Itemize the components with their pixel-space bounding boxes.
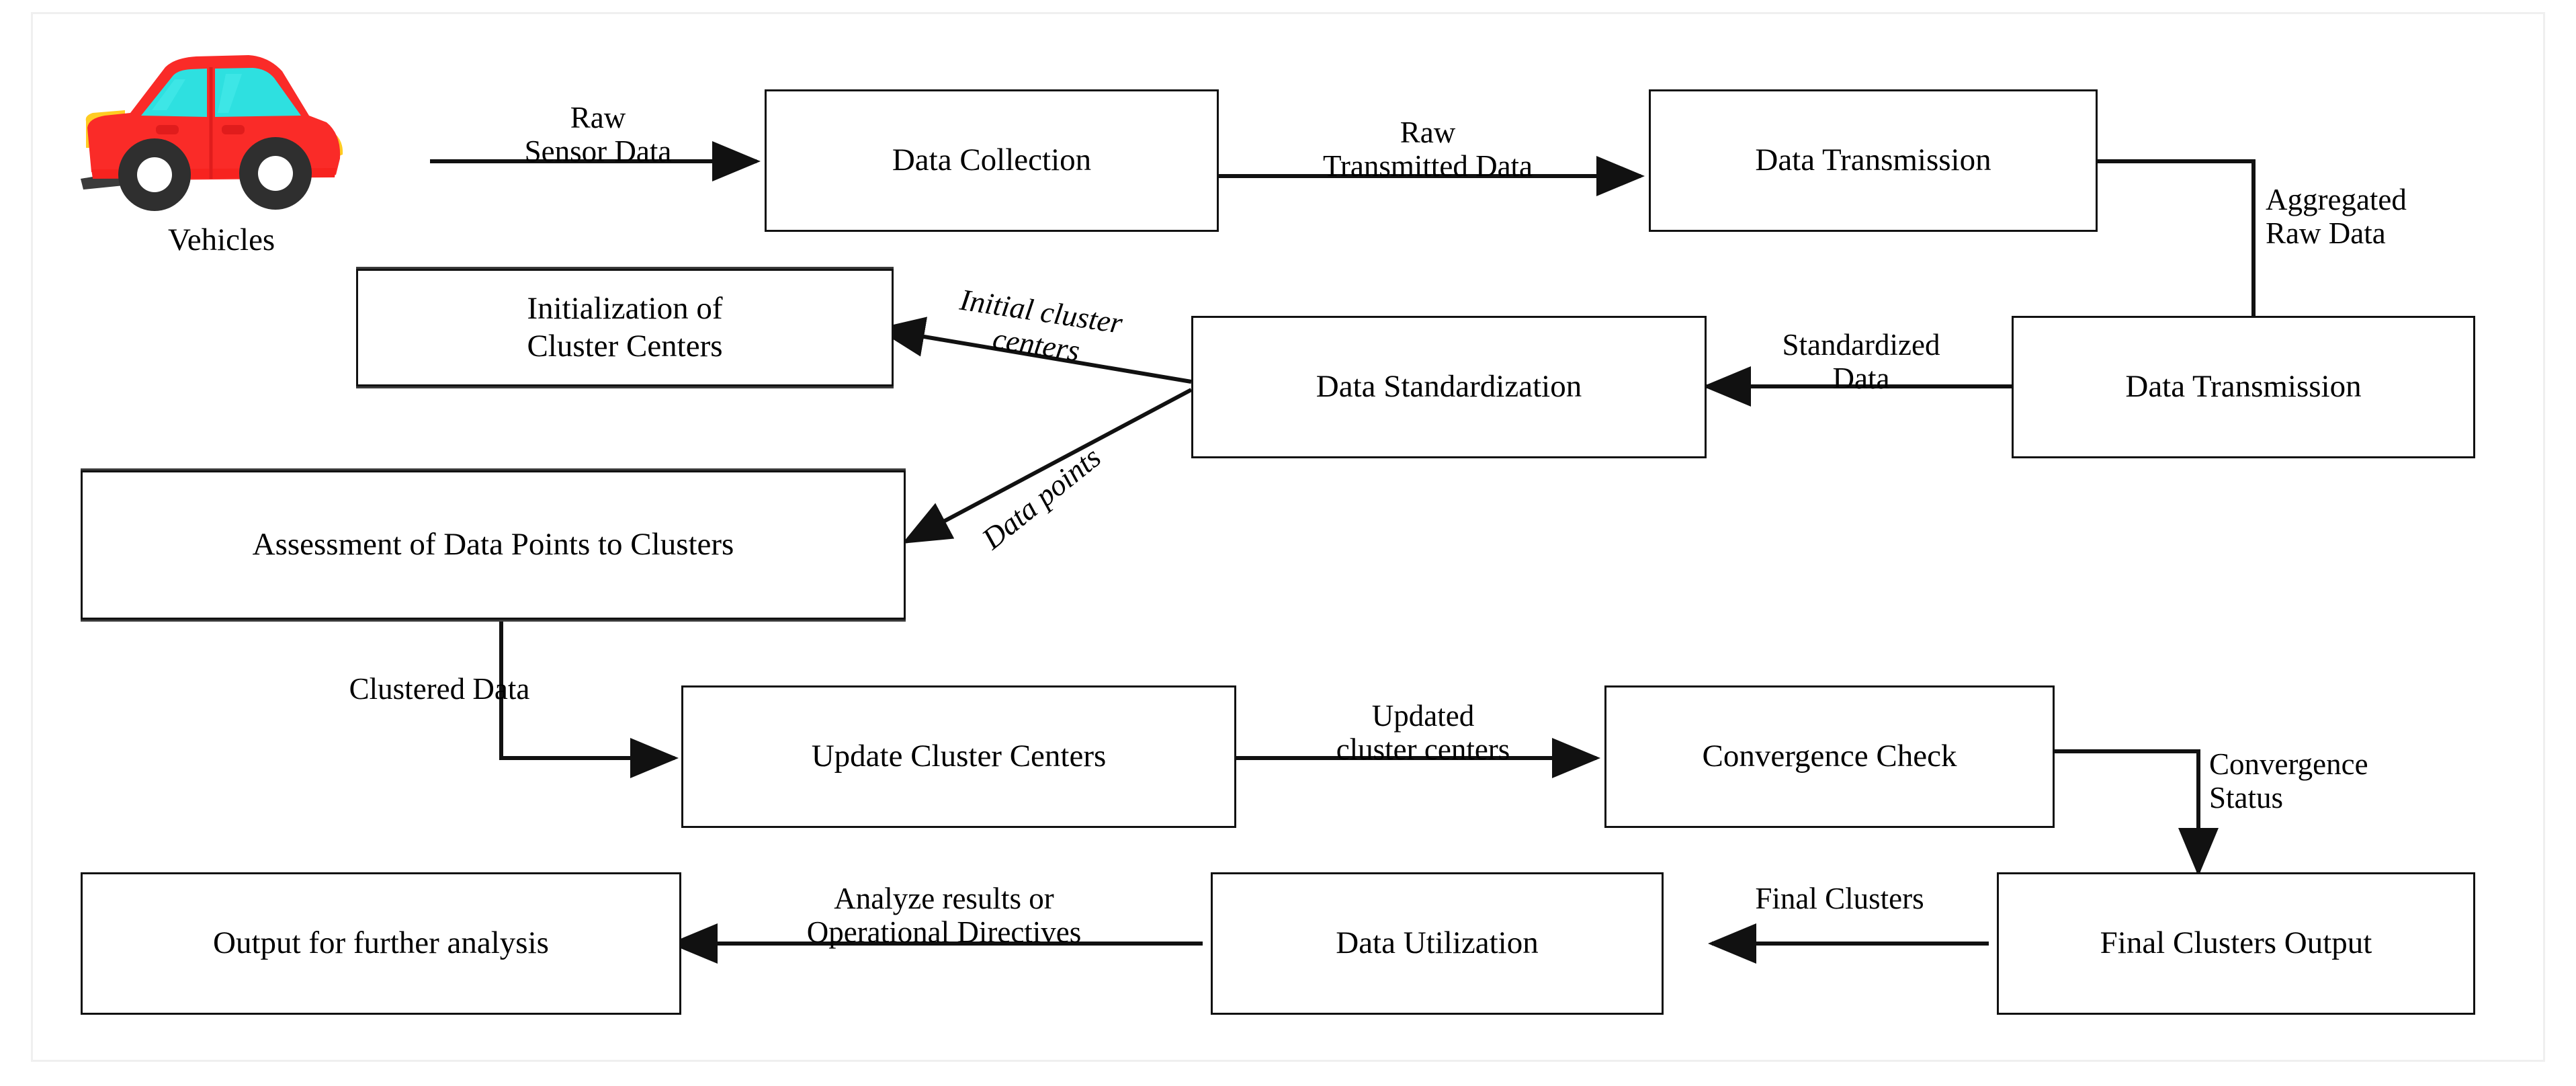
- node-data-transmission-2[interactable]: Data Transmission: [2012, 316, 2475, 458]
- node-label: Assessment of Data Points to Clusters: [252, 527, 734, 562]
- edge-label-raw-sensor-data: Raw Sensor Data: [524, 101, 672, 169]
- edge-data-points: [902, 388, 1193, 544]
- node-final-clusters-output[interactable]: Final Clusters Output: [1997, 872, 2475, 1015]
- node-label: Data Collection: [892, 142, 1092, 178]
- vehicles-caption: Vehicles: [168, 222, 275, 257]
- vehicle-car-icon: [81, 55, 343, 211]
- node-label: Data Standardization: [1316, 369, 1582, 405]
- edge-label-standardized-data: Standardized Data: [1782, 328, 1940, 396]
- node-output-for-further-analysis[interactable]: Output for further analysis: [81, 872, 681, 1015]
- node-initialization-of-cluster-centers[interactable]: Initialization of Cluster Centers: [356, 269, 894, 386]
- node-convergence-check[interactable]: Convergence Check: [1604, 685, 2055, 828]
- node-data-transmission-1[interactable]: Data Transmission: [1649, 89, 2098, 232]
- node-update-cluster-centers[interactable]: Update Cluster Centers: [681, 685, 1236, 828]
- edge-label-raw-transmitted-data: Raw Transmitted Data: [1322, 116, 1533, 183]
- node-assessment-of-data-points-to-clusters[interactable]: Assessment of Data Points to Clusters: [81, 470, 906, 620]
- node-data-standardization[interactable]: Data Standardization: [1191, 316, 1707, 458]
- edge-clustered-data: [499, 620, 679, 778]
- edge-initial-cluster-centers: [876, 317, 1192, 384]
- node-label: Output for further analysis: [213, 925, 549, 961]
- edge-label-updated-cluster-centers: Updated cluster centers: [1336, 699, 1510, 767]
- edge-convergence-status: [2055, 749, 2219, 876]
- edge-label-aggregated-raw-data: Aggregated Raw Data: [2266, 183, 2407, 251]
- node-label: Data Transmission: [2125, 369, 2362, 405]
- edge-label-final-clusters: Final Clusters: [1755, 882, 1924, 915]
- node-label: Final Clusters Output: [2100, 925, 2372, 961]
- edge-aggregated-raw-data: [2098, 159, 2274, 378]
- edge-label-convergence-status: Convergence Status: [2209, 747, 2368, 815]
- node-label: Data Transmission: [1755, 142, 1991, 178]
- node-label: Initialization of Cluster Centers: [527, 291, 723, 364]
- node-label: Data Utilization: [1336, 925, 1539, 961]
- node-data-collection[interactable]: Data Collection: [765, 89, 1219, 232]
- edge-label-clustered-data: Clustered Data: [349, 672, 530, 706]
- node-data-utilization[interactable]: Data Utilization: [1211, 872, 1664, 1015]
- edge-label-analyze-results-or-operational-directives: Analyze results or Operational Directive…: [806, 882, 1082, 950]
- node-label: Convergence Check: [1702, 739, 1957, 774]
- node-label: Update Cluster Centers: [811, 739, 1107, 774]
